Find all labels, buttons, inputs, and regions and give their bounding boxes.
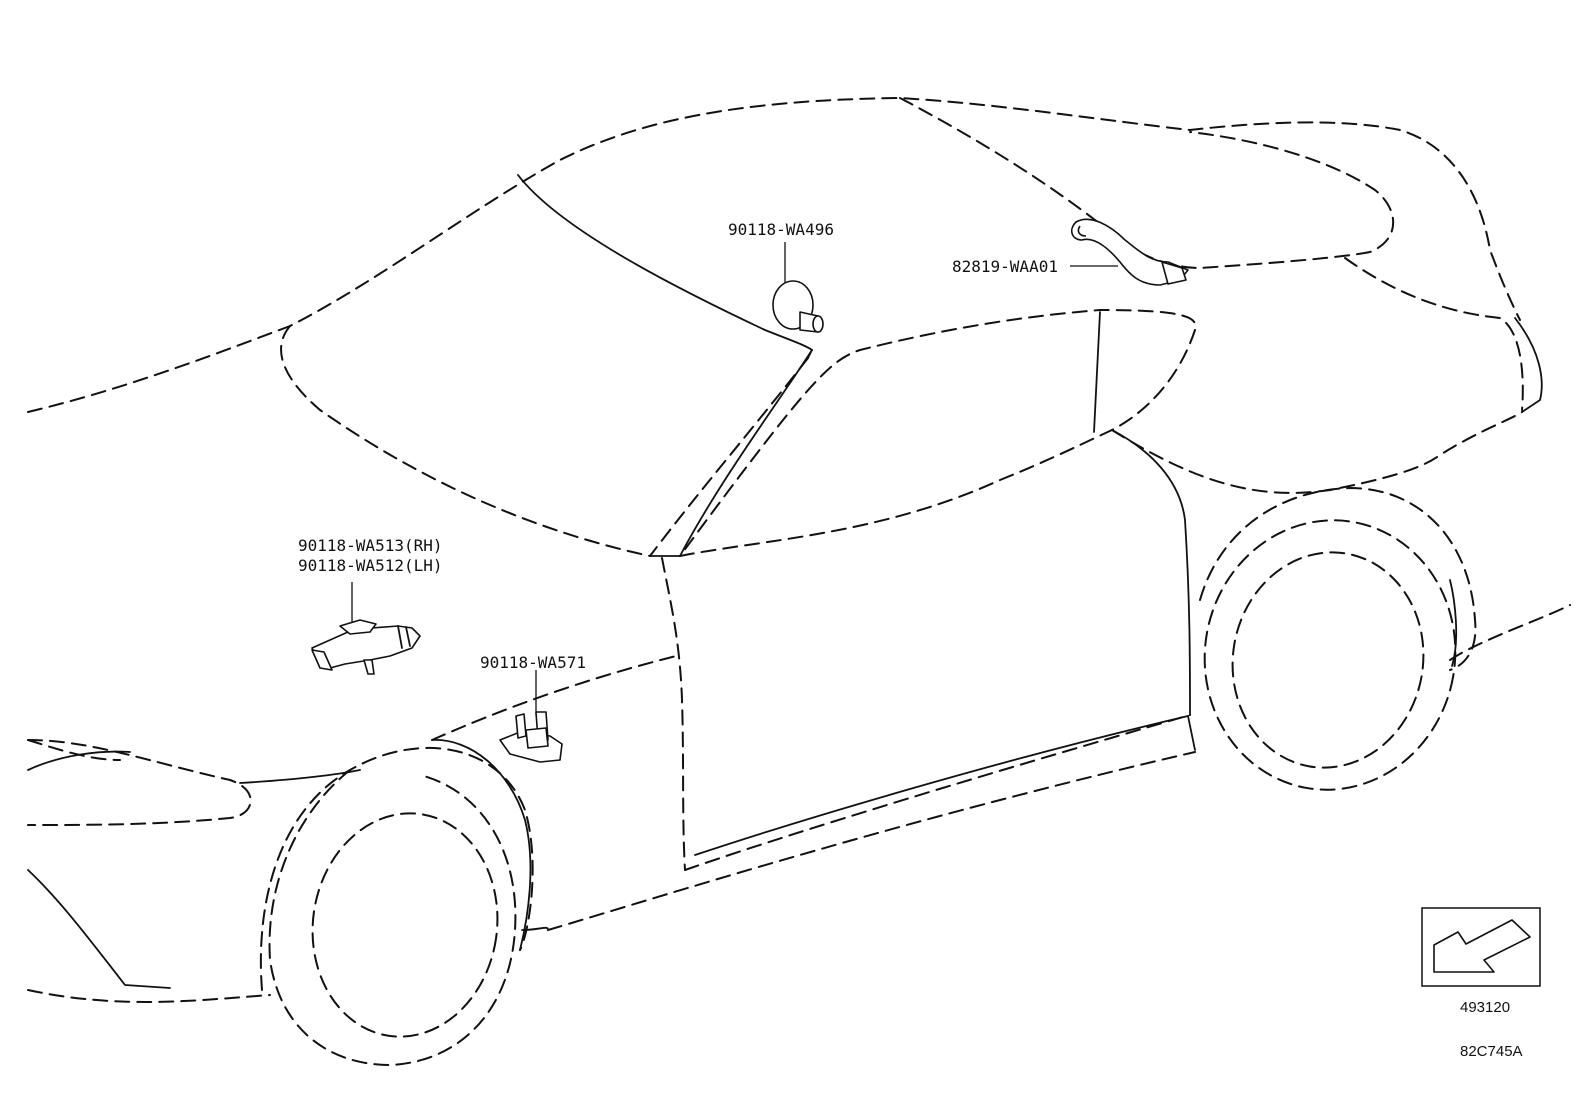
figure-code: 82C745A xyxy=(1460,1043,1523,1060)
rear-wheel xyxy=(1199,487,1477,791)
view-reference-code: 493120 xyxy=(1460,999,1510,1016)
view-reference-box xyxy=(1421,907,1541,987)
car-body-outline xyxy=(27,97,1571,1003)
side-sensor-lh-label: 90118-WA512(LH) xyxy=(298,556,443,575)
fender-clip-illustration[interactable] xyxy=(499,670,563,763)
rear-deck-harness-illustration[interactable] xyxy=(1070,218,1189,286)
rear-deck-harness-label: 82819-WAA01 xyxy=(952,257,1058,276)
side-sensor-illustration[interactable] xyxy=(311,582,421,675)
front-wheel xyxy=(259,739,534,1066)
rear-window-part-illustration[interactable] xyxy=(772,242,824,333)
view-direction-arrow-icon xyxy=(1433,919,1531,973)
fender-clip-label: 90118-WA571 xyxy=(480,653,586,672)
side-sensor-rh-label: 90118-WA513(RH) xyxy=(298,536,443,555)
rear-window-part-label: 90118-WA496 xyxy=(728,220,834,239)
